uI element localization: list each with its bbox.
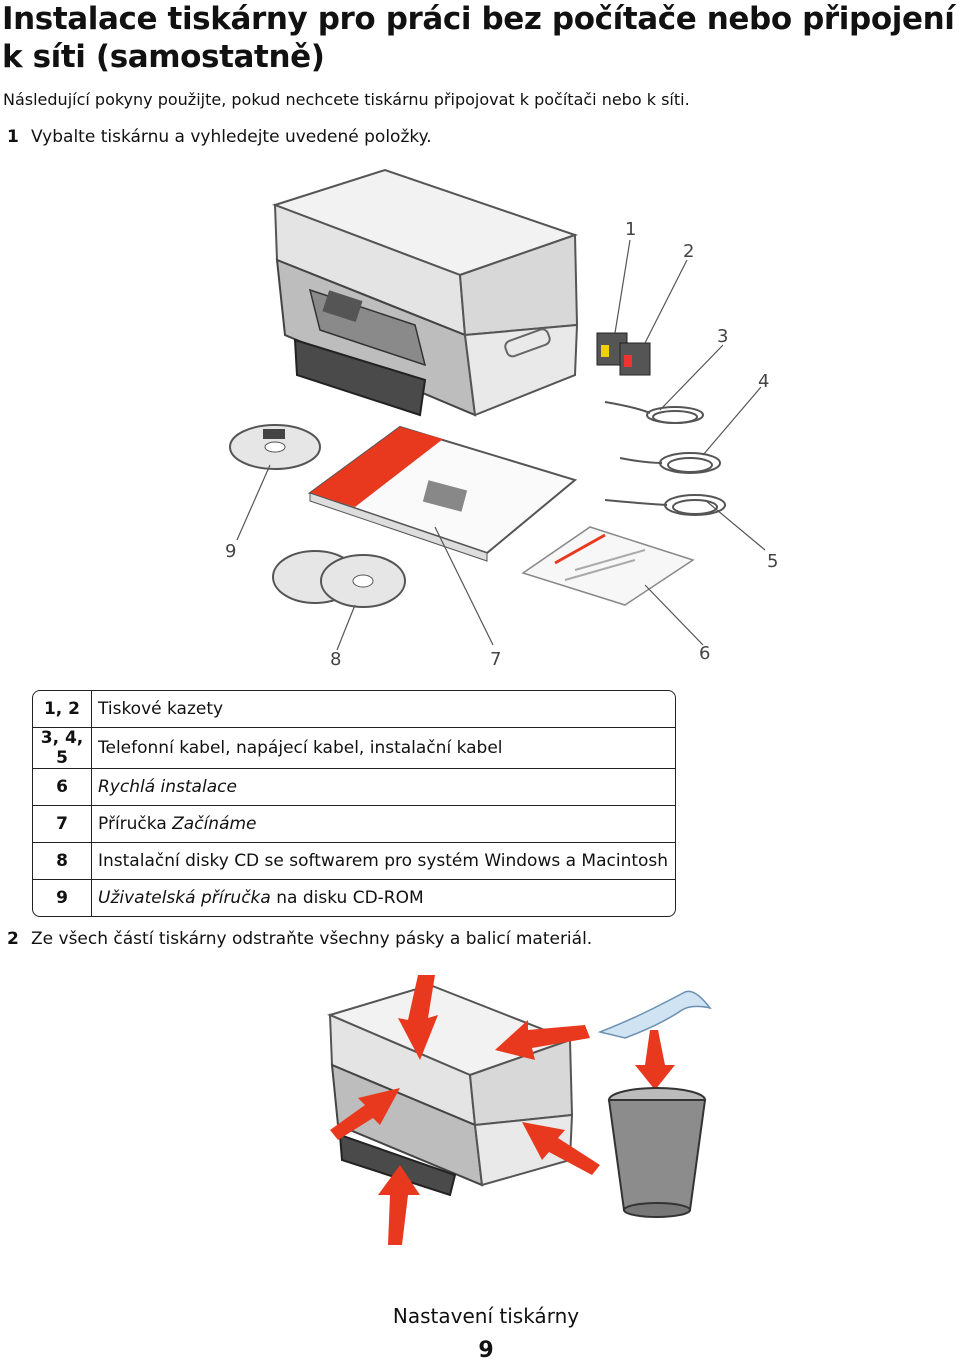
box-contents-illustration: 1 2 3 4 5 6 7 8 9 bbox=[225, 168, 778, 670]
callout-6: 6 bbox=[699, 643, 710, 664]
step-text: Ze všech částí tiskárny odstraňte všechn… bbox=[31, 929, 593, 949]
table-row: 7 Příručka Začínáme bbox=[33, 806, 675, 843]
ink-cartridges-drawing bbox=[596, 332, 651, 376]
callout-3: 3 bbox=[717, 326, 728, 347]
item-description: Rychlá instalace bbox=[92, 769, 675, 806]
item-key: 3, 4, 5 bbox=[33, 728, 92, 769]
item-description: Tiskové kazety bbox=[92, 691, 675, 728]
item-description: Instalační disky CD se softwarem pro sys… bbox=[92, 843, 675, 880]
item-key: 1, 2 bbox=[33, 691, 92, 728]
printer-drawing bbox=[327, 983, 574, 1197]
item-key: 7 bbox=[33, 806, 92, 843]
page-title: Instalace tiskárny pro práci bez počítač… bbox=[2, 1, 955, 75]
table-row: 1, 2 Tiskové kazety bbox=[33, 691, 675, 728]
step-number: 1 bbox=[7, 127, 19, 147]
item-description: Příručka Začínáme bbox=[92, 806, 675, 843]
item-italic-text: Uživatelská příručka bbox=[98, 888, 271, 908]
item-description: Telefonní kabel, napájecí kabel, instala… bbox=[92, 728, 675, 769]
cables-drawing bbox=[604, 401, 726, 516]
remove-packaging-illustration bbox=[327, 975, 712, 1245]
trash-can-icon bbox=[607, 1087, 707, 1218]
callout-9: 9 bbox=[225, 541, 236, 562]
item-text: na disku CD-ROM bbox=[270, 888, 424, 908]
user-guide-cd-drawing bbox=[229, 424, 321, 470]
callout-2: 2 bbox=[683, 241, 694, 262]
callout-1: 1 bbox=[625, 219, 636, 240]
table-row: 6 Rychlá instalace bbox=[33, 769, 675, 806]
quick-setup-sheet-drawing bbox=[521, 526, 695, 606]
step-2: 2 Ze všech částí tiskárny odstraňte všech… bbox=[7, 929, 592, 949]
item-key: 6 bbox=[33, 769, 92, 806]
packing-tape-drawing bbox=[597, 990, 712, 1039]
table-row: 8 Instalační disky CD se softwarem pro s… bbox=[33, 843, 675, 880]
callout-leaders bbox=[236, 239, 766, 651]
item-key: 9 bbox=[33, 880, 92, 916]
intro-text: Následující pokyny použijte, pokud nechc… bbox=[3, 90, 690, 109]
item-key: 8 bbox=[33, 843, 92, 880]
table-row: 3, 4, 5 Telefonní kabel, napájecí kabel,… bbox=[33, 728, 675, 769]
page-number: 9 bbox=[478, 1338, 494, 1363]
step-text: Vybalte tiskárnu a vyhledejte uvedené po… bbox=[31, 127, 432, 147]
printer-drawing bbox=[271, 168, 579, 417]
item-italic-text: Rychlá instalace bbox=[98, 777, 237, 797]
contents-table: 1, 2 Tiskové kazety 3, 4, 5 Telefonní ka… bbox=[32, 690, 676, 917]
table-row: 9 Uživatelská příručka na disku CD-ROM bbox=[33, 880, 675, 916]
callout-4: 4 bbox=[758, 371, 769, 392]
step-1: 1 Vybalte tiskárnu a vyhledejte uvedené p… bbox=[7, 127, 432, 147]
footer-section-title: Nastavení tiskárny bbox=[392, 1304, 580, 1328]
step-number: 2 bbox=[7, 929, 19, 949]
item-italic-text: Začínáme bbox=[172, 814, 257, 834]
callout-5: 5 bbox=[767, 551, 778, 572]
callout-8: 8 bbox=[330, 649, 341, 670]
callout-7: 7 bbox=[490, 649, 501, 670]
item-text: Příručka bbox=[98, 814, 173, 834]
item-description: Uživatelská příručka na disku CD-ROM bbox=[92, 880, 675, 916]
installation-cds-drawing bbox=[272, 550, 406, 608]
red-arrows bbox=[330, 975, 675, 1245]
